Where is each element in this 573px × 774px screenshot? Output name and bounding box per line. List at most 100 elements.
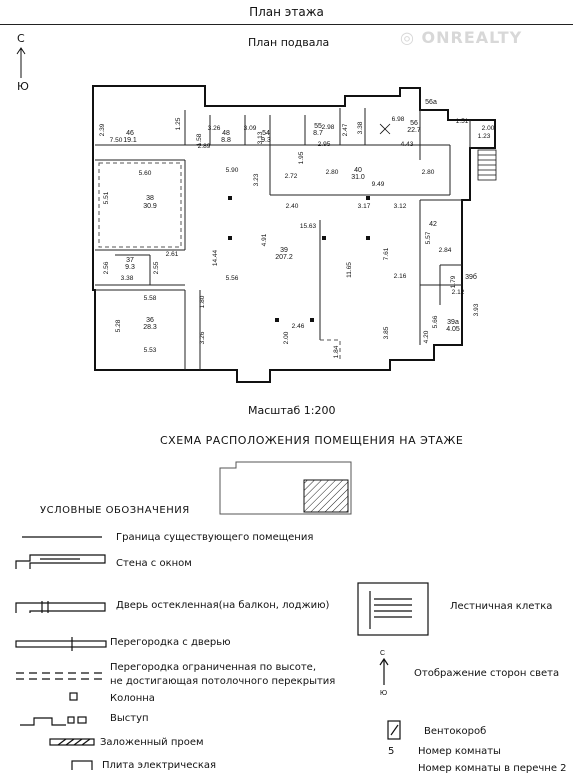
legend-room-num-example: 5 <box>388 746 395 757</box>
dimension-label: 1.58 <box>196 133 203 146</box>
dimension-label: 1.23 <box>478 133 491 140</box>
dimension-label: 2.46 <box>292 323 305 330</box>
dimension-label: 3.13 <box>257 131 264 144</box>
room-number-label: 37 <box>126 257 134 264</box>
room-area-label: 31.0 <box>351 174 365 181</box>
watermark-text: ONREALTY <box>421 28 523 47</box>
watermark-logo-icon: ◎ <box>400 28 422 47</box>
dimension-label: 3.23 <box>253 173 260 186</box>
dimension-label: 2.72 <box>285 173 298 180</box>
watermark: ◎ ONREALTY <box>400 28 522 47</box>
dimension-label: 1.79 <box>450 275 457 288</box>
dimension-label: 1.51 <box>456 118 469 125</box>
legend-item-boundary: Граница существующего помещения <box>116 532 314 543</box>
dimension-label: 3.17 <box>358 203 371 210</box>
legend-item-room-number-list: Номер комнаты в перечне 2 <box>418 763 567 774</box>
room-area-label: 19.1 <box>123 137 137 144</box>
dimension-label: 7.61 <box>383 247 390 260</box>
legend-item-glass-door: Дверь остекленная(на балкон, лоджию) <box>116 600 330 611</box>
dimension-label: 2.00 <box>283 331 290 344</box>
dimension-label: 2.56 <box>103 261 110 274</box>
plan-title: План подвала <box>248 36 330 49</box>
dimension-label: 9.49 <box>372 181 385 188</box>
legend-item-staircase: Лестничная клетка <box>450 601 553 612</box>
room-area-label: 22.7 <box>407 127 421 134</box>
dimension-label: 1.84 <box>333 345 340 358</box>
legend-symbols: С Ю <box>15 536 429 770</box>
dimension-label: 4.91 <box>261 233 268 246</box>
dimension-label: 2.89 <box>198 143 211 150</box>
room-area-label: 8.7 <box>313 130 323 137</box>
dimension-label: 4.20 <box>423 330 430 343</box>
room-number-label: 39б <box>465 273 477 281</box>
legend-item-blocked-opening: Заложенный проем <box>100 737 204 748</box>
dimension-label: 14.44 <box>212 249 219 266</box>
room-number-label: 48 <box>222 130 230 137</box>
room-number-label: 39а <box>447 319 459 326</box>
legend-compass-north: С <box>380 650 385 657</box>
room-area-label: 30.9 <box>143 203 157 210</box>
legend-compass-south: Ю <box>380 690 387 697</box>
dimension-label: 11.65 <box>346 262 353 278</box>
legend-item-electric-stove: Плита электрическая <box>102 760 217 771</box>
dimension-label: 5.58 <box>144 295 157 302</box>
page-title: План этажа <box>249 5 324 19</box>
compass-arrow-icon <box>16 47 26 78</box>
dimension-label: 6.98 <box>392 116 405 123</box>
dimension-label: 2.84 <box>439 247 452 254</box>
dimension-label: 3.26 <box>199 331 206 344</box>
room-area-label: 9.3 <box>125 264 135 271</box>
room-number-label: 55 <box>314 123 322 130</box>
legend-item-ledge: Выступ <box>110 713 149 724</box>
dimension-label: 2.47 <box>342 123 349 136</box>
dimension-label: 15.63 <box>300 223 317 230</box>
dimension-label: 3.26 <box>208 125 221 132</box>
compass-south-label: Ю <box>17 80 29 93</box>
room-number-label: 42 <box>429 221 437 228</box>
legend-item-room-number: Номер комнаты <box>418 746 501 757</box>
page-header: План этажа <box>0 0 573 25</box>
room-number-label: 56а <box>425 99 437 106</box>
dimension-label: 2.80 <box>422 169 435 176</box>
room-number-label: 56 <box>410 120 418 127</box>
dimension-label: 3.93 <box>473 303 480 316</box>
dimension-label: 1.25 <box>175 117 182 130</box>
room-area-label: 9.3 <box>261 137 271 144</box>
dimension-label: 3.85 <box>383 326 390 339</box>
legend-item-partition-limited-2: не достигающая потолочного перекрытия <box>110 676 336 687</box>
legend-item-partition-limited: Перегородка ограниченная по высоте, <box>110 662 317 673</box>
room-area-label: 207.2 <box>275 254 293 261</box>
dimension-label: 2.00 <box>482 125 495 132</box>
dimension-label: 5.60 <box>139 170 152 177</box>
room-area-label: 28.3 <box>143 324 157 331</box>
room-number-label: 40 <box>354 167 362 174</box>
dimension-label: 5.90 <box>226 167 239 174</box>
dimension-label: 5.57 <box>425 231 432 244</box>
legend-item-wall-window: Стена с окном <box>116 558 192 569</box>
dimension-label: 4.43 <box>401 141 414 148</box>
room-area-label: 8.8 <box>221 137 231 144</box>
dimension-label: 2.40 <box>286 203 299 210</box>
room-number-label: 54 <box>262 130 270 137</box>
dimension-label: 2.80 <box>326 169 339 176</box>
dimension-label: 3.09 <box>244 125 257 132</box>
dimension-label: 3.12 <box>394 203 407 210</box>
dimension-label: 3.38 <box>121 275 134 282</box>
scheme-title: СХЕМА РАСПОЛОЖЕНИЯ ПОМЕЩЕНИЯ НА ЭТАЖЕ <box>160 434 464 447</box>
scheme-minimap <box>219 461 352 515</box>
dimension-label: 2.12 <box>452 289 465 296</box>
legend-item-partition-door: Перегородка с дверью <box>110 637 231 648</box>
legend-title: УСЛОВНЫЕ ОБОЗНАЧЕНИЯ <box>40 505 190 516</box>
dimension-label: 5.56 <box>226 275 239 282</box>
dimension-label: 2.39 <box>99 123 106 136</box>
room-number-label: 46 <box>126 130 134 137</box>
dimension-label: 2.61 <box>166 251 179 258</box>
legend-item-ventbox: Вентокороб <box>424 726 487 737</box>
dimension-label: 1.80 <box>199 295 206 308</box>
compass-north-label: С <box>17 32 25 45</box>
dimension-label: 5.53 <box>144 347 157 354</box>
dimension-label: 2.98 <box>322 124 335 131</box>
room-number-label: 38 <box>146 195 154 202</box>
